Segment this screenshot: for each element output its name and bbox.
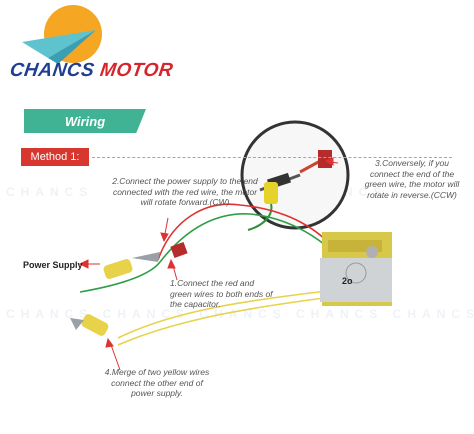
upper-alligator-clip [103, 252, 160, 279]
annotation-arrows [78, 157, 339, 371]
annotation-step1: 1.Connect the red and green wires to bot… [170, 278, 273, 309]
divider-line [92, 157, 452, 158]
capacitor [170, 241, 188, 259]
paper-plane-icon [22, 30, 96, 64]
svg-text:CHANCS: CHANCS [6, 185, 93, 199]
motor [320, 232, 392, 306]
inset-clip-detail [247, 150, 332, 231]
brand-logo-red: MOTOR [98, 60, 175, 81]
brand-logo-blue: CHANCS [8, 60, 96, 81]
motor-marking: 2o [342, 276, 353, 286]
svg-text:CHANCS CHANCS CHANCS CHANCS CH: CHANCS CHANCS CHANCS CHANCS CHANCS [6, 307, 474, 321]
section-title: Wiring [24, 109, 146, 133]
inset-circle [240, 120, 350, 230]
method-label: Method 1: [21, 148, 89, 166]
annotation-step4: 4.Merge of two yellow wires connect the … [104, 367, 210, 398]
power-supply-label: Power Supply [23, 260, 83, 270]
wires [79, 203, 343, 346]
lower-alligator-clip [70, 314, 109, 336]
annotation-step2: 2.Connect the power supply to the end co… [112, 176, 258, 207]
brand-logo: CHANCS MOTOR [8, 60, 175, 82]
annotation-step3: 3.Conversely, if you connect the end of … [364, 158, 460, 200]
